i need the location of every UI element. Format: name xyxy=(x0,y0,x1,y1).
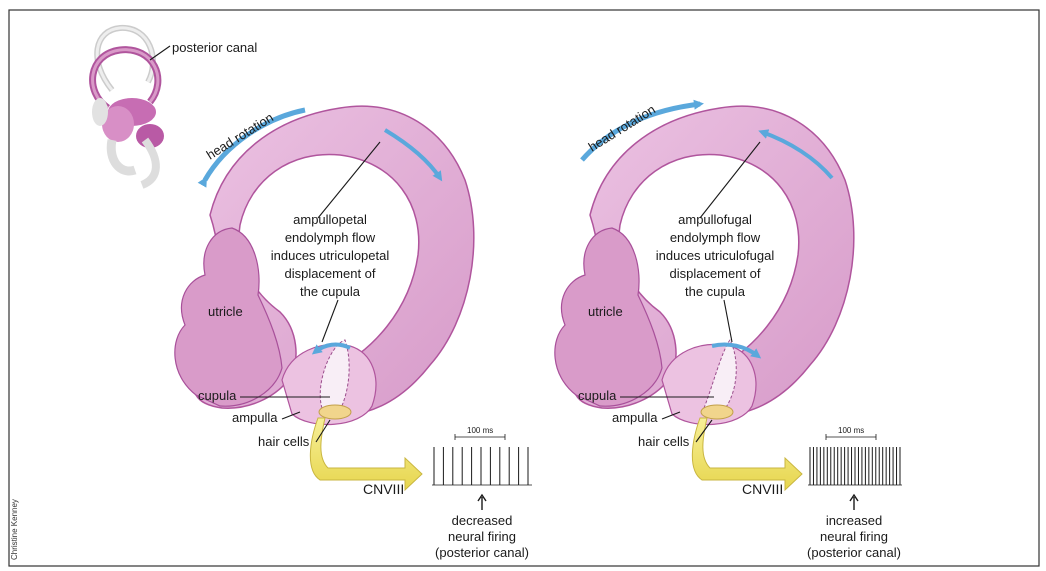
left-ampulla-label: ampulla xyxy=(232,410,278,425)
svg-text:ampullofugal: ampullofugal xyxy=(678,212,752,227)
left-cupula-label: cupula xyxy=(198,388,237,403)
svg-text:endolymph flow: endolymph flow xyxy=(670,230,761,245)
right-ampulla-label: ampulla xyxy=(612,410,658,425)
left-hair-cells-label: hair cells xyxy=(258,434,310,449)
right-utricle-label: utricle xyxy=(588,304,623,319)
svg-text:the cupula: the cupula xyxy=(685,284,746,299)
svg-text:(posterior canal): (posterior canal) xyxy=(807,545,901,560)
left-hair-cells xyxy=(319,405,351,419)
svg-text:induces utriculopetal: induces utriculopetal xyxy=(271,248,390,263)
left-cnviii-label: CNVIII xyxy=(363,481,404,497)
right-cnviii-label: CNVIII xyxy=(742,481,783,497)
right-cupula-label: cupula xyxy=(578,388,617,403)
svg-text:neural firing: neural firing xyxy=(820,529,888,544)
left-scale-label: 100 ms xyxy=(467,426,493,435)
right-hair-cells xyxy=(701,405,733,419)
right-spikes xyxy=(810,447,900,485)
right-hair-cells-label: hair cells xyxy=(638,434,690,449)
svg-text:endolymph flow: endolymph flow xyxy=(285,230,376,245)
svg-text:displacement of: displacement of xyxy=(669,266,760,281)
svg-text:decreased: decreased xyxy=(452,513,513,528)
svg-text:ampullopetal: ampullopetal xyxy=(293,212,367,227)
right-scale-label: 100 ms xyxy=(838,426,864,435)
posterior-canal-label: posterior canal xyxy=(172,40,257,55)
svg-text:increased: increased xyxy=(826,513,882,528)
figure-border xyxy=(9,10,1039,566)
svg-text:(posterior canal): (posterior canal) xyxy=(435,545,529,560)
credit-text: Christine Kenney xyxy=(10,499,19,560)
svg-text:neural firing: neural firing xyxy=(448,529,516,544)
svg-text:induces utriculofugal: induces utriculofugal xyxy=(656,248,775,263)
svg-text:displacement of: displacement of xyxy=(284,266,375,281)
left-utricle-label: utricle xyxy=(208,304,243,319)
svg-text:the cupula: the cupula xyxy=(300,284,361,299)
